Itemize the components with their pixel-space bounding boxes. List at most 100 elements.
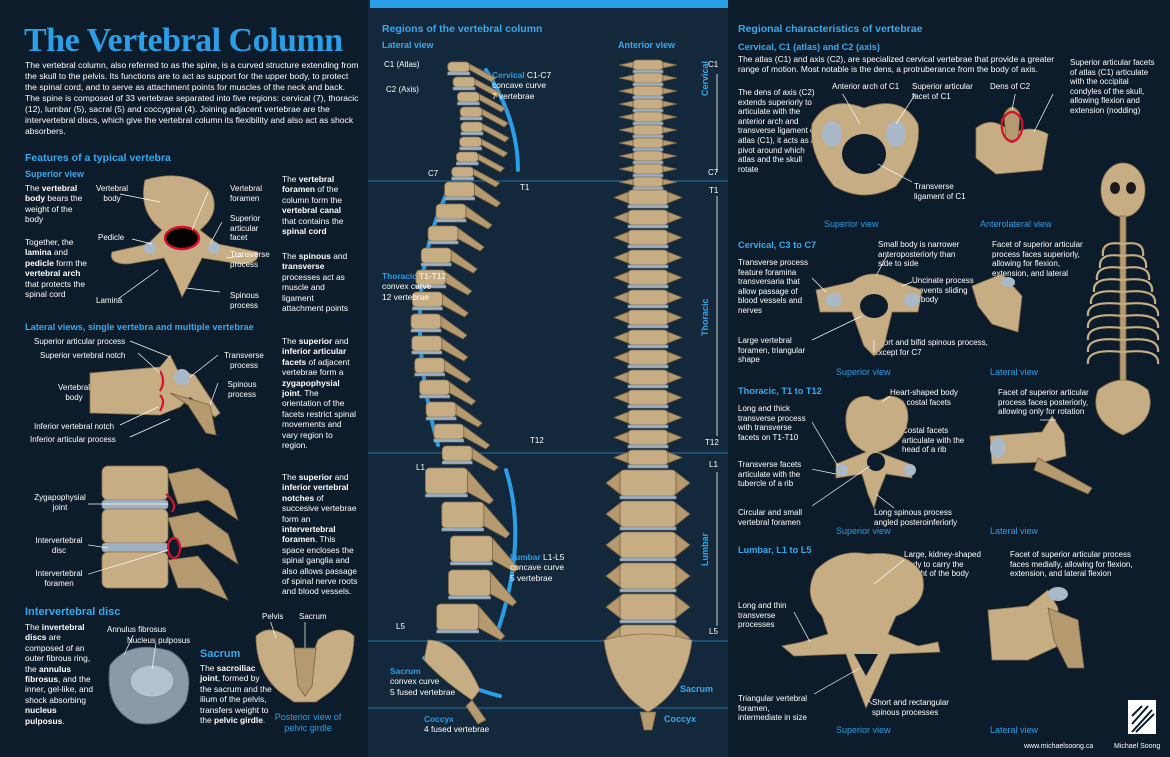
lateral-multiple-illustration xyxy=(88,465,239,601)
lateral-vertebra xyxy=(433,423,465,440)
superior-view-label: Superior view xyxy=(25,169,85,179)
thoracic-caption-lateral: Lateral view xyxy=(990,526,1039,536)
disc-illustration xyxy=(108,635,190,725)
lateral-vertebra xyxy=(427,225,459,242)
thoracic-facet: Facet of superior articular process face… xyxy=(998,388,1089,417)
label-nucleus: Nucleus pulposus xyxy=(127,636,191,645)
lateral-vertebra xyxy=(452,76,476,88)
anterior-vertebra xyxy=(632,137,664,149)
sacrum-text: The sacroiliac joint, formed by the sacr… xyxy=(200,663,272,726)
label-lateral-spinous-process: Spinous process xyxy=(227,380,257,399)
features-heading: Features of a typical vertebra xyxy=(25,152,171,164)
anterior-vertebra xyxy=(632,163,664,175)
lateral-vertebra xyxy=(455,151,479,163)
lumbar-kidney: Large, kidney-shaped body to carry the w… xyxy=(904,550,981,579)
lumbar-triangular: Triangular vertebral foramen, intermedia… xyxy=(738,694,808,723)
lateral-vertebra xyxy=(448,569,491,597)
anterior-vertebra xyxy=(619,593,677,621)
thoracic-caption-superior: Superior view xyxy=(836,526,891,536)
anterior-vertebra xyxy=(627,369,669,386)
label-sacrum: Sacrum xyxy=(299,612,327,621)
lumbar-heading: Lumbar, L1 to L5 xyxy=(738,545,812,555)
label-pedicle: Pedicle xyxy=(98,233,125,242)
label-t1: T1 xyxy=(520,183,530,192)
label-superior-articular-process: Superior articular process xyxy=(34,337,126,346)
anterior-vertebra xyxy=(619,531,677,559)
disc-text: The invertebral discs are composed of an… xyxy=(25,622,93,726)
anterior-vertebra xyxy=(632,124,664,136)
lateral-sacrum xyxy=(423,639,481,701)
lumbar-facet: Facet of superior articular process face… xyxy=(1010,550,1133,579)
label-transverse-process: Transverse process xyxy=(230,250,270,269)
disc-heading: Intervertebral disc xyxy=(25,606,121,618)
lateral-vertebra xyxy=(420,247,452,264)
anterior-vertebra xyxy=(627,289,669,306)
side-label-thoracic: Thoracic xyxy=(700,298,710,336)
anterior-vertebra xyxy=(632,59,664,71)
regional-heading: Regional characteristics of vertebrae xyxy=(738,23,923,35)
dens-text: The dens of axis (C2) extends superiorly… xyxy=(738,88,817,174)
label-l5: L5 xyxy=(396,622,405,631)
body-text: The vertebral body bears the weight of t… xyxy=(25,183,83,225)
lateral-vertebra xyxy=(410,313,442,330)
label-transverse-lig: Transverse ligament of C1 xyxy=(914,182,966,201)
label-superior-vertebral-notch: Superior vertebral notch xyxy=(40,351,126,360)
c3c7-illustration xyxy=(812,256,1023,357)
lateral-vertebra xyxy=(447,61,471,73)
anterior-vertebra xyxy=(627,349,669,366)
c3c7-uncinate: Uncinate process prevents sliding of bod… xyxy=(912,276,974,305)
notches-text: The superior and inferior vertebral notc… xyxy=(282,472,358,597)
lateral-coccyx xyxy=(465,699,487,725)
c1c2-illustration xyxy=(811,94,1054,196)
tick-t1: T1 xyxy=(709,186,719,195)
label-c1-atlas: C1 (Atlas) xyxy=(384,60,420,69)
label-intervertebral-foramen: Intervertebral foramen xyxy=(35,569,83,588)
anterior-vertebra xyxy=(632,72,664,84)
lumbar-caption-superior: Superior view xyxy=(836,725,891,735)
side-label-cervical: Cervical xyxy=(700,60,710,96)
c3c7-small-body: Small body is narrower anteroposteriorly… xyxy=(878,240,960,269)
tick-t12: T12 xyxy=(705,438,719,447)
c3c7-heading: Cervical, C3 to C7 xyxy=(738,240,817,250)
atlas-facets-text: Superior articular facets of atlas (C1) … xyxy=(1070,58,1155,115)
anterior-vertebra xyxy=(627,209,669,226)
anterior-vertebra xyxy=(627,429,669,446)
label-sup-facet-c1: Superior articular facet of C1 xyxy=(912,82,973,101)
tick-c1: C1 xyxy=(708,60,719,69)
label-vertebral-body: Vertebral body xyxy=(95,184,129,203)
label-c7: C7 xyxy=(428,169,439,178)
thoracic-tr-facets: Transverse facets articulate with the tu… xyxy=(738,460,802,489)
label-spinous-process: Spinous process xyxy=(230,291,259,310)
label-t12: T12 xyxy=(530,436,544,445)
foramen-text: The vertebral foramen of the column form… xyxy=(282,174,344,237)
c3c7-caption-superior: Superior view xyxy=(836,367,891,377)
anterior-vertebra xyxy=(627,329,669,346)
lateral-single-illustration xyxy=(89,340,221,438)
anterior-vertebra xyxy=(632,85,664,97)
thoracic-circular: Circular and small vertebral foramen xyxy=(738,508,803,527)
lateral-vertebra xyxy=(459,136,483,148)
spine-illustration xyxy=(368,59,728,731)
lateral-view-label: Lateral view xyxy=(382,40,434,50)
anterior-vertebra xyxy=(627,189,669,206)
page-title: The Vertebral Column xyxy=(24,22,343,59)
lumbar-caption-lateral: Lateral view xyxy=(990,725,1039,735)
label-zygapophysial-joint: Zygapophysial joint xyxy=(34,493,86,512)
lateral-vertebra xyxy=(425,401,457,418)
anterior-view-label: Anterior view xyxy=(618,40,676,50)
lateral-vertebra xyxy=(459,106,483,118)
pelvis-caption: Posterior view of pelvic girdle xyxy=(274,712,342,733)
c3c7-caption-lateral: Lateral view xyxy=(990,367,1039,377)
skeleton-illustration xyxy=(1086,162,1160,436)
intro-text: The vertebral column, also referred to a… xyxy=(25,60,359,136)
anterior-vertebra xyxy=(632,111,664,123)
tick-l5: L5 xyxy=(709,627,718,636)
thoracic-long-spinous: Long spinous process angled posteroinfer… xyxy=(874,508,958,527)
anterior-vertebra xyxy=(627,269,669,286)
lamina-text: Together, the lamina and pedicle form th… xyxy=(25,237,87,300)
c1c2-caption-antero: Anterolateral view xyxy=(980,219,1052,229)
label-lateral-vertebral-body: Vertebral body xyxy=(57,383,91,402)
